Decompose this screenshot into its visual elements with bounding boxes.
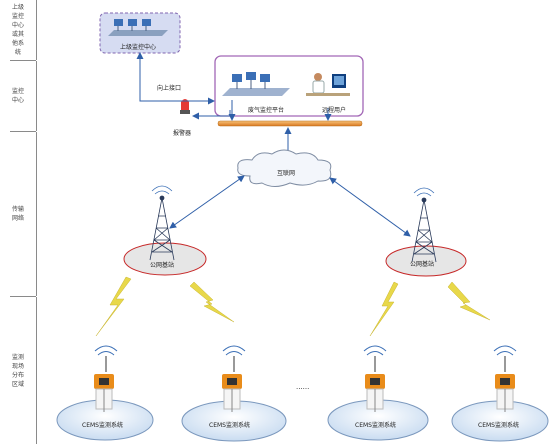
user-label: 远程用户 [322, 107, 347, 114]
tier-network: 传输网络 [0, 132, 37, 296]
tier-label-network: 传输网络 [12, 206, 25, 222]
tier-label-upper: 上级监控中心或其他系统 [12, 4, 25, 56]
gas-detector-icon [493, 345, 517, 412]
tier-divider [10, 296, 36, 297]
cell-tower-icon [149, 185, 175, 261]
link-internet-right-station [329, 177, 411, 237]
platform-label: 废气监控平台 [248, 107, 285, 114]
link-internet-left-station [169, 175, 245, 229]
monitor-system-label: CEMS监测系统 [209, 422, 250, 429]
operator-workstation-icon [306, 73, 350, 96]
gas-detector-icon [363, 345, 387, 412]
base-station-left [123, 185, 207, 276]
alarm-icon [180, 99, 190, 114]
monitor-system-label: CEMS监测系统 [478, 422, 519, 429]
base-station-right [385, 187, 467, 277]
monitoring-center-box [214, 55, 364, 117]
ellipsis-label: ...... [296, 383, 310, 391]
link-upper-to-center [139, 65, 215, 105]
alarm-label: 报警器 [173, 130, 192, 137]
monitor-system-label: CEMS监测系统 [82, 422, 123, 429]
internet-cloud-icon [237, 149, 332, 187]
tier-divider [10, 60, 36, 61]
internet-label: 互联网 [277, 170, 296, 177]
cell-tower-icon [411, 187, 437, 263]
server-cluster-icon [222, 72, 290, 96]
gas-detector-icon [94, 345, 118, 412]
tier-upper: 上级监控中心或其他系统 [0, 0, 37, 60]
upload-interface-label: 向上接口 [157, 85, 182, 92]
tier-label-center: 监控中心 [12, 88, 25, 104]
network-bus-bar [217, 120, 363, 127]
wireless-link-icon [95, 276, 491, 337]
gas-detector-icon [222, 345, 246, 412]
tier-label-field: 监测现场分布区域 [12, 353, 25, 388]
tier-field: 监测现场分布区域 [0, 297, 37, 444]
upper-center-box [99, 12, 181, 54]
tier-divider [10, 131, 36, 132]
upper-center-label: 上级监控中心 [120, 44, 157, 51]
base-station-right-label: 公网基站 [410, 261, 435, 268]
computer-network-icon [108, 19, 168, 36]
base-station-left-label: 公网基站 [150, 262, 175, 269]
tier-center: 监控中心 [0, 61, 37, 131]
monitor-system-label: CEMS监测系统 [355, 422, 396, 429]
